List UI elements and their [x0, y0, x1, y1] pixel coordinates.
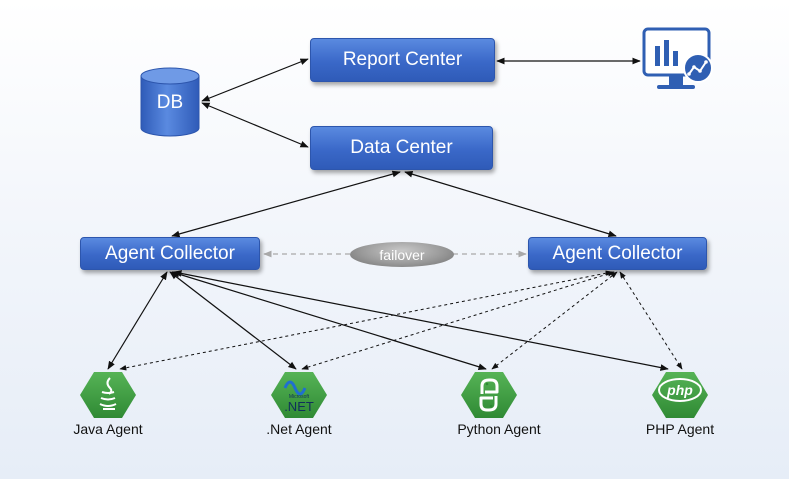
data-center-box[interactable]: Data Center — [310, 126, 493, 170]
agent-collector-left-box[interactable]: Agent Collector — [80, 237, 260, 270]
edge-right-java — [119, 270, 613, 371]
report-center-label: Report Center — [342, 49, 463, 70]
php-badge-main: php — [666, 382, 693, 398]
edge-left-php — [173, 270, 669, 371]
dotnet-icon: Microsoft .NET — [271, 372, 327, 418]
db-label: DB — [156, 92, 184, 113]
analytics-monitor-icon — [642, 27, 713, 89]
edge-db-data — [201, 102, 309, 148]
dashed-connectors — [119, 270, 683, 371]
db-cylinder-icon — [140, 67, 200, 137]
edge-right-python — [491, 271, 618, 370]
dotnet-badge-top: Microsoft — [289, 394, 310, 400]
edge-db-report — [201, 58, 309, 102]
edge-left-dotnet — [169, 271, 297, 370]
java-agent-label: Java Agent — [73, 421, 143, 437]
agent-collector-right-box[interactable]: Agent Collector — [528, 237, 707, 270]
edge-left-java — [107, 271, 168, 370]
report-center-box[interactable]: Report Center — [310, 38, 495, 82]
python-agent-label: Python Agent — [457, 421, 541, 437]
edge-data-collector-left — [171, 170, 401, 238]
agent-collector-left-label: Agent Collector — [105, 242, 235, 264]
edge-right-php — [619, 271, 683, 370]
python-icon — [461, 372, 517, 418]
java-icon — [80, 372, 136, 418]
dotnet-badge-main: .NET — [284, 399, 314, 414]
edge-right-dotnet — [301, 271, 615, 370]
data-center-label: Data Center — [350, 137, 453, 158]
failover-badge: failover — [350, 242, 454, 267]
edge-left-python — [171, 271, 487, 370]
php-icon: php — [652, 372, 708, 418]
edge-data-collector-right — [404, 170, 617, 238]
php-agent-label: PHP Agent — [645, 421, 715, 437]
agent-collector-right-label: Agent Collector — [552, 242, 683, 264]
dotnet-agent-label: .Net Agent — [266, 421, 332, 437]
